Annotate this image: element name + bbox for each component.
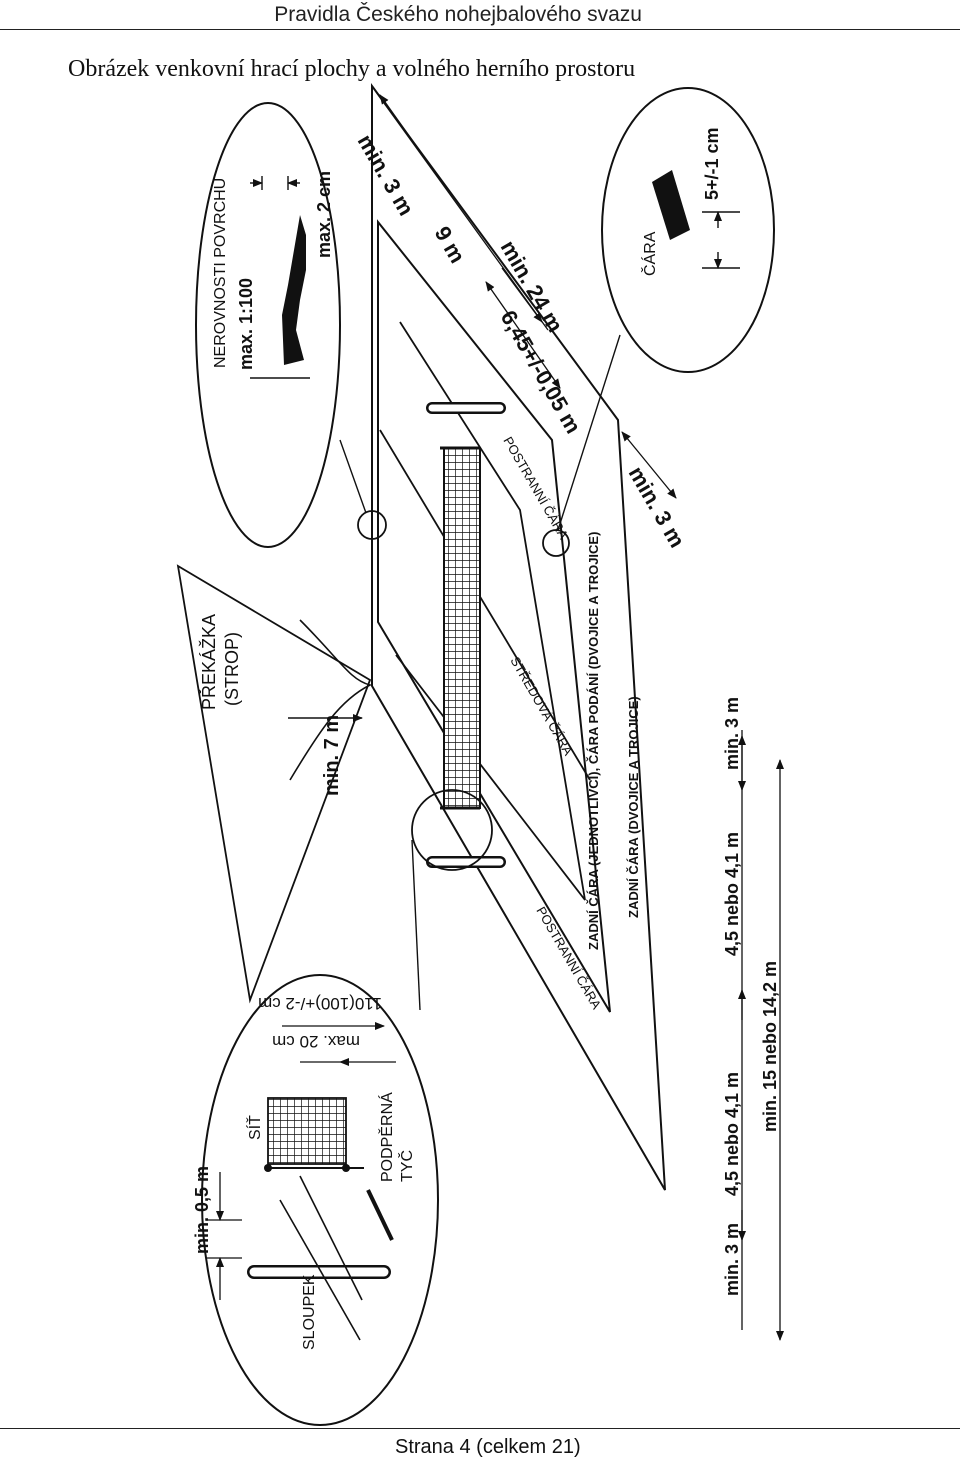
callout-small-line <box>542 529 570 557</box>
label-cara: ČÁRA <box>640 231 659 276</box>
label-zadni-dvojice: ZADNÍ ČÁRA (DVOJICE A TROJICE) <box>626 696 641 918</box>
callout-surface-ellipse <box>195 102 341 548</box>
label-min-3m-bottom-left: min. 3 m <box>722 1223 742 1296</box>
label-min-7m: min. 7 m <box>321 715 343 796</box>
label-stredova: STŘEDOVÁ ČÁRA <box>507 654 576 758</box>
label-min-05m: min. 0,5 m <box>192 1166 212 1254</box>
label-podperna: PODPĚRNÁ <box>377 1092 396 1182</box>
line-profile <box>652 170 690 240</box>
header-rule <box>0 29 960 30</box>
net <box>443 447 481 809</box>
label-9m: 9 m <box>430 222 471 267</box>
label-sit: SÍŤ <box>245 1115 264 1140</box>
net-detail <box>267 1097 347 1165</box>
service-line-outline <box>395 321 586 901</box>
callout-post <box>411 789 493 871</box>
label-tyc: TYČ <box>397 1150 416 1182</box>
label-zadni-jednotlivci: ZADNÍ ČÁRA (JEDNOTLIVCI), ČÁRA PODÁNÍ (D… <box>586 532 601 950</box>
label-min-3m-bottom-right: min. 3 m <box>722 697 742 770</box>
label-max-1-100: max. 1:100 <box>236 278 256 370</box>
callout-small-surface <box>357 510 387 540</box>
label-max-20cm: max. 20 cm <box>272 1032 360 1051</box>
footer-rule <box>0 1428 960 1429</box>
page-header: Pravidla Českého nohejbalového svazu <box>274 3 642 26</box>
label-postranni-top: POSTRANNÍ ČÁRA <box>500 434 571 542</box>
label-strop: (STROP) <box>222 632 242 706</box>
label-max-2cm: max. 2 cm <box>314 171 334 258</box>
surface-profile <box>282 215 306 365</box>
ceiling-curve <box>289 619 373 781</box>
label-sloupek: SLOUPEK <box>301 1274 318 1350</box>
label-min-15m: min. 15 nebo 14,2 m <box>760 961 780 1132</box>
callout-line-ellipse <box>601 87 775 373</box>
label-5cm: 5+/-1 cm <box>702 127 722 200</box>
label-min-3m-top: min. 3 m <box>353 130 419 220</box>
label-nerovnosti: NEROVNOSTI POVRCHU <box>212 178 229 368</box>
label-net-height: 110(100)+/-2 cm <box>258 994 382 1013</box>
callout-post-ellipse <box>201 974 439 1426</box>
label-45m-left: 4,5 nebo 4,1 m <box>722 1072 742 1196</box>
label-prekazka: PŘEKÁŽKA <box>199 614 219 710</box>
centre-line <box>379 429 591 781</box>
ceiling-obstacle <box>176 564 372 1004</box>
page-footer: Strana 4 (celkem 21) <box>395 1436 581 1458</box>
figure-title: Obrázek venkovní hrací plochy a volného … <box>68 56 636 82</box>
label-45m-right: 4,5 nebo 4,1 m <box>722 832 742 956</box>
